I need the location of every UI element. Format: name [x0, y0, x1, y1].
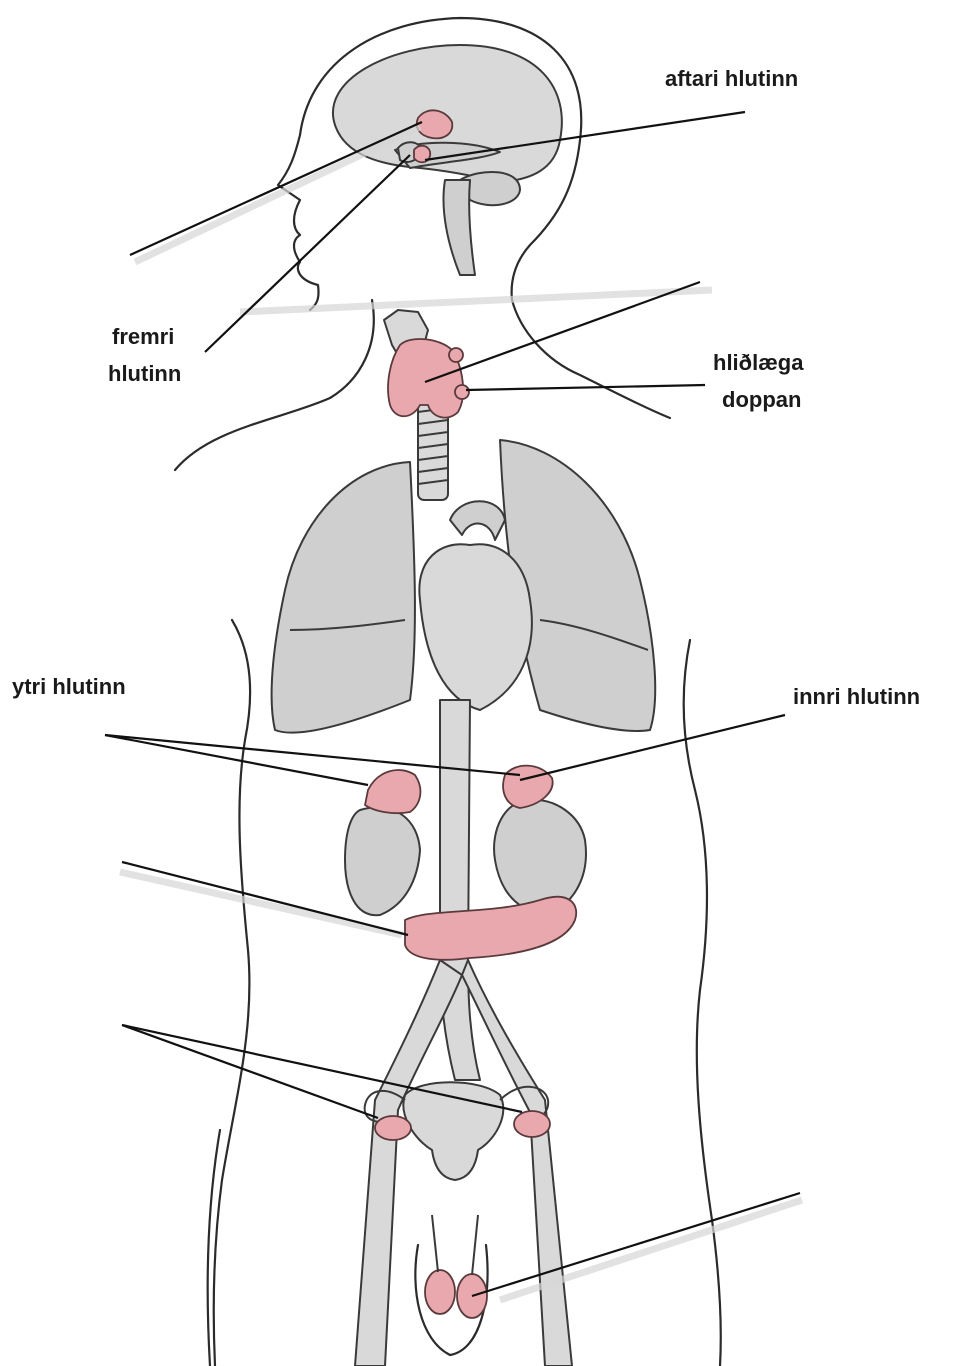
parathyroid-upper — [449, 348, 463, 362]
label-posterior: aftari hlutinn — [665, 66, 798, 91]
label-anterior-2: hlutinn — [108, 361, 181, 386]
left-kidney — [345, 807, 420, 915]
heart — [419, 544, 532, 710]
neck-left — [175, 300, 374, 470]
label-cortex: ytri hlutinn — [12, 674, 126, 699]
label-medulla: innri hlutinn — [793, 684, 920, 709]
label-parathyroid-1: hliðlæga — [713, 350, 804, 375]
left-ovary — [375, 1116, 411, 1140]
left-lung — [272, 462, 415, 733]
left-adrenal — [365, 770, 420, 813]
spermatic-cords — [432, 1215, 478, 1275]
aortic-arch — [450, 501, 505, 540]
leader-pineal — [130, 122, 422, 255]
left-testis — [425, 1270, 455, 1314]
parathyroid-lower — [455, 385, 469, 399]
brain — [333, 45, 562, 275]
right-kidney — [494, 800, 586, 915]
leader-testis — [472, 1193, 800, 1296]
label-parathyroid-2: doppan — [722, 387, 801, 412]
leader-anterior — [205, 155, 410, 352]
leader-parathyroid — [466, 385, 705, 390]
aorta — [440, 700, 480, 1080]
right-ovary — [514, 1111, 550, 1137]
neck-right — [512, 300, 670, 418]
leader-cortex-a — [105, 735, 368, 785]
torso-left — [214, 620, 250, 1366]
pancreas — [405, 897, 576, 960]
torso-right — [684, 640, 721, 1366]
label-anterior-1: fremri — [112, 324, 174, 349]
pineal-gland — [417, 110, 453, 138]
